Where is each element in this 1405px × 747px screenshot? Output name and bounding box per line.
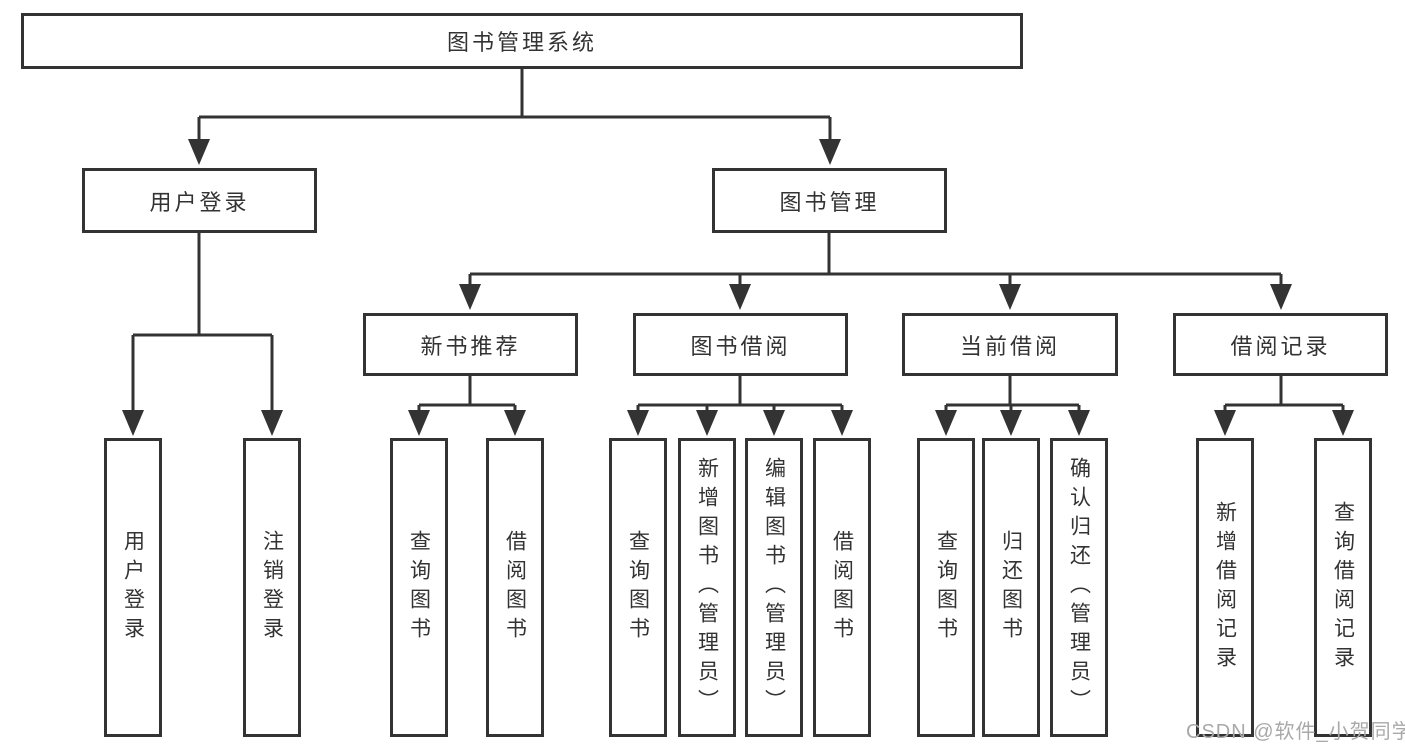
node-user-login: 用户登录 (82, 168, 317, 233)
arrowheads (122, 139, 1354, 436)
node-borrow-records: 借阅记录 (1173, 313, 1388, 376)
node-new-book-recommend-label: 新书推荐 (420, 333, 521, 359)
leaf-query-books-recommend: 查询图书 (390, 438, 448, 737)
leaf-logout-login: 注销登录 (243, 438, 301, 737)
node-new-book-recommend: 新书推荐 (363, 313, 578, 376)
leaf-borrow-books-recommend: 借阅图书 (486, 438, 544, 737)
leaf-return-books-label: 归还图书 (999, 529, 1023, 646)
leaf-borrow-books-borrow: 借阅图书 (813, 438, 871, 737)
node-book-management-label: 图书管理 (779, 189, 880, 215)
leaf-return-books: 归还图书 (982, 438, 1040, 737)
leaf-borrow-books-recommend-label: 借阅图书 (503, 529, 527, 646)
leaf-query-books-current: 查询图书 (917, 438, 975, 737)
leaf-add-borrow-record-label: 新增借阅记录 (1213, 500, 1237, 675)
node-root-system: 图书管理系统 (21, 13, 1023, 69)
csdn-watermark: CSDN @软件_小贺同学 (1186, 721, 1405, 743)
leaf-query-borrow-record: 查询借阅记录 (1314, 438, 1372, 737)
leaf-borrow-books-borrow-label: 借阅图书 (830, 529, 854, 646)
leaf-user-login-label: 用户登录 (121, 529, 145, 646)
leaf-edit-books-admin: 编辑图书（管理员） (745, 438, 803, 737)
leaf-add-books-admin-label: 新增图书（管理员） (695, 457, 719, 718)
leaf-edit-books-admin-label: 编辑图书（管理员） (762, 457, 786, 718)
node-root-system-label: 图书管理系统 (446, 30, 597, 55)
node-book-borrow: 图书借阅 (633, 313, 848, 376)
leaf-query-borrow-record-label: 查询借阅记录 (1331, 500, 1355, 675)
leaf-query-books-recommend-label: 查询图书 (407, 529, 431, 646)
node-current-borrow: 当前借阅 (902, 313, 1118, 376)
leaf-user-login: 用户登录 (104, 438, 162, 737)
node-user-login-label: 用户登录 (149, 189, 250, 215)
node-book-management: 图书管理 (712, 168, 947, 233)
leaf-logout-login-label: 注销登录 (260, 529, 284, 646)
leaf-query-books-current-label: 查询图书 (934, 529, 958, 646)
leaf-query-books-borrow: 查询图书 (609, 438, 667, 737)
leaf-confirm-return-admin: 确认归还（管理员） (1050, 438, 1108, 737)
connector-paths (131, 68, 1345, 414)
node-book-borrow-label: 图书借阅 (690, 333, 791, 359)
leaf-add-books-admin: 新增图书（管理员） (678, 438, 736, 737)
node-current-borrow-label: 当前借阅 (959, 333, 1060, 359)
leaf-add-borrow-record: 新增借阅记录 (1196, 438, 1254, 737)
leaf-confirm-return-admin-label: 确认归还（管理员） (1067, 457, 1091, 718)
leaf-query-books-borrow-label: 查询图书 (626, 529, 650, 646)
node-borrow-records-label: 借阅记录 (1230, 333, 1331, 359)
